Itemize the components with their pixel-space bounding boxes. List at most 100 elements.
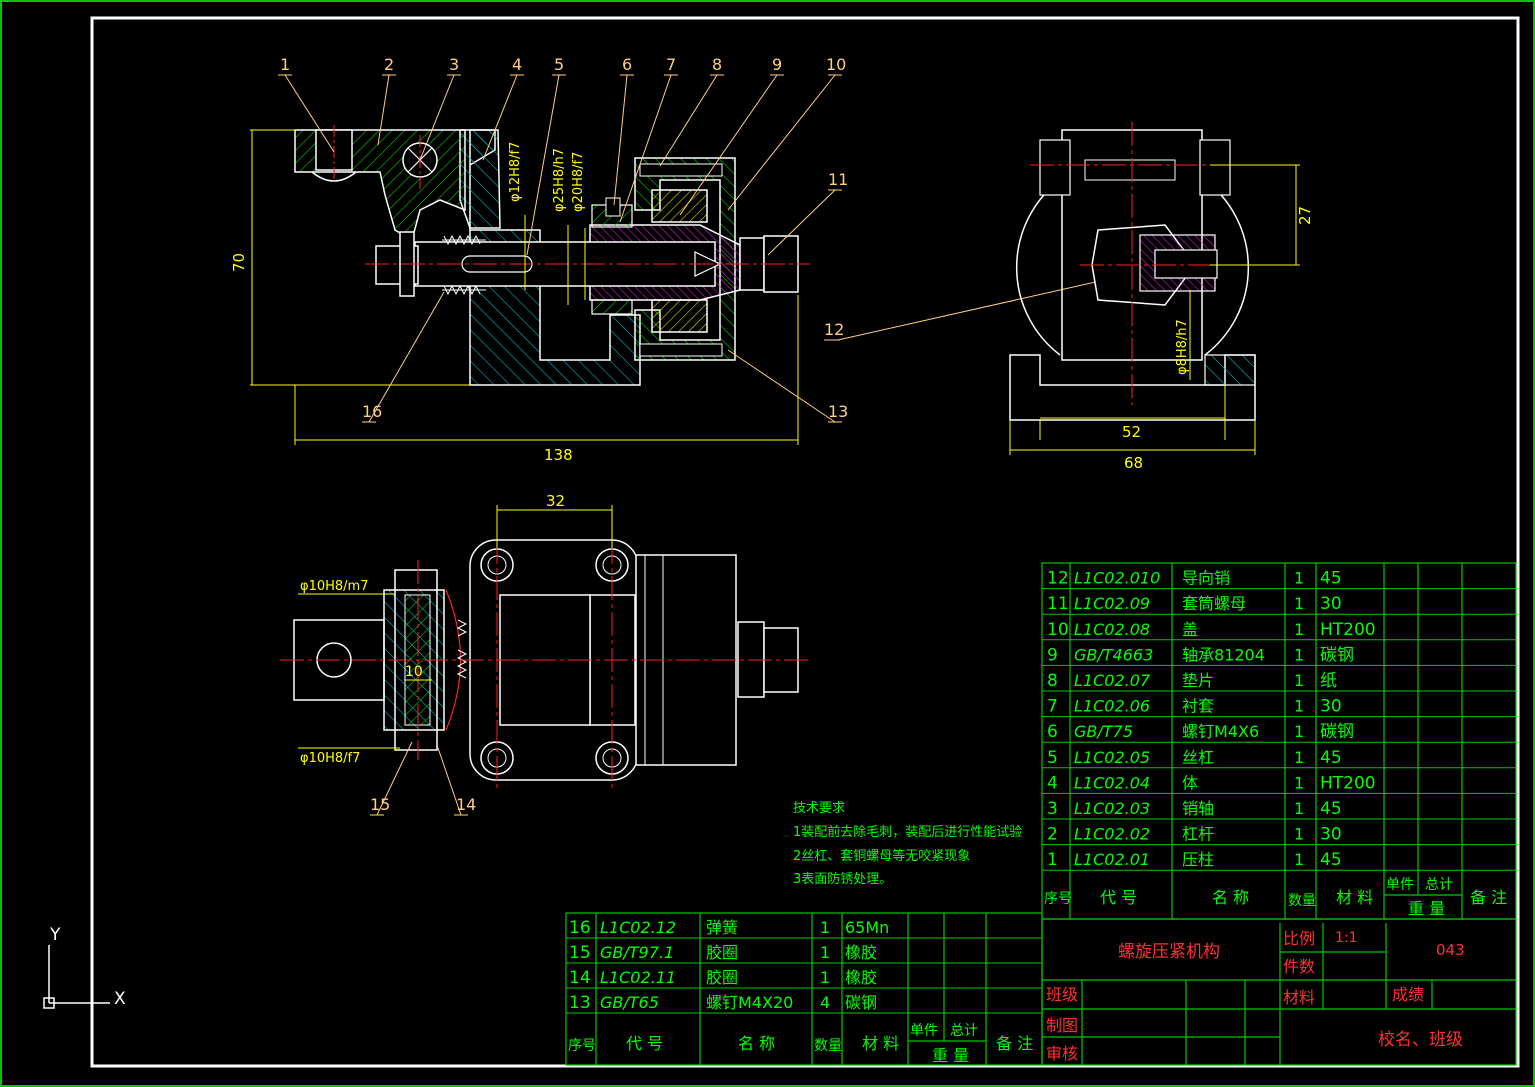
bom-cell-no: 5 xyxy=(1047,748,1058,768)
bom-cell-name: 轴承81204 xyxy=(1182,645,1265,664)
bom-cell-material: 橡胶 xyxy=(845,968,877,987)
bom-cell-code: L1C02.08 xyxy=(1074,620,1150,639)
top-dim-32: 32 xyxy=(546,492,565,510)
bom-lower-h-total: 总计 xyxy=(950,1023,978,1039)
bom-cell-code: GB/T65 xyxy=(600,993,659,1012)
scale-value: 1:1 xyxy=(1335,930,1358,946)
bom-cell-name: 衬套 xyxy=(1182,697,1214,716)
bom-upper-h-remark: 备 注 xyxy=(1470,888,1507,907)
bom-cell-material: 碳钢 xyxy=(1320,722,1354,742)
bom-cell-name: 压柱 xyxy=(1182,850,1214,869)
bom-cell-material: 碳钢 xyxy=(845,993,877,1012)
front-leaders xyxy=(278,74,842,423)
title-block: 螺旋压紧机构 比例 1:1 件数 043 班级 材料 成绩 制图 审核 校名、班… xyxy=(1041,918,1517,1066)
bom-cell-material: 30 xyxy=(1320,594,1342,614)
bom-cell-material: HT200 xyxy=(1320,773,1376,793)
balloon-6: 6 xyxy=(622,55,632,74)
bom-cell-qty: 1 xyxy=(1294,773,1304,792)
bom-upper-h-material: 材 料 xyxy=(1336,888,1373,907)
balloon-15: 15 xyxy=(370,795,390,814)
bom-cell-code: L1C02.02 xyxy=(1074,825,1150,844)
bom-cell-material: 碳钢 xyxy=(1320,645,1354,665)
bom-cell-name: 导向销 xyxy=(1182,569,1230,588)
bom-cell-code: L1C02.03 xyxy=(1074,799,1150,818)
bom-cell-no: 13 xyxy=(569,993,591,1013)
bom-lower-h-unit: 单件 xyxy=(910,1023,938,1039)
bom-upper-h-total: 总计 xyxy=(1425,877,1453,893)
front-view: 70 138 φ12H8/f7 φ25H8/h7 φ20H8/f7 1 2 3 … xyxy=(230,55,1141,464)
side-view: 27 φ8H8/h7 52 68 xyxy=(1009,122,1314,472)
bom-cell-name: 胶圈 xyxy=(706,968,738,987)
bom-cell-qty: 1 xyxy=(1294,645,1304,664)
set-screw-part-6 xyxy=(605,197,621,217)
bom-cell-no: 16 xyxy=(569,918,591,938)
balloon-1: 1 xyxy=(280,55,290,74)
ucs-y-label: Y xyxy=(49,925,61,945)
bom-lower-h-qty: 数量 xyxy=(814,1038,842,1054)
bom-cell-name: 体 xyxy=(1182,773,1198,792)
side-dim-27: 27 xyxy=(1296,206,1314,225)
school-name: 校名、班级 xyxy=(1378,1030,1463,1050)
side-dim-68: 68 xyxy=(1124,454,1143,472)
bom-cell-no: 11 xyxy=(1047,594,1069,614)
bom-cell-code: L1C02.05 xyxy=(1074,748,1150,767)
bom-cell-qty: 1 xyxy=(1294,671,1304,690)
bom-cell-no: 10 xyxy=(1047,620,1069,640)
balloon-8: 8 xyxy=(712,55,722,74)
drawn-label: 制图 xyxy=(1046,1016,1078,1035)
bom-lower-h-material: 材 料 xyxy=(862,1034,899,1053)
technical-requirements: 技术要求 1装配前去除毛刺，装配后进行性能试验 2丝杠、套铜螺母等无咬紧现象 3… xyxy=(793,801,1022,887)
bom-cell-code: L1C02.01 xyxy=(1074,850,1150,869)
notes-line-3: 3表面防锈处理。 xyxy=(793,871,892,887)
bom-cell-qty: 1 xyxy=(1294,825,1304,844)
bom-cell-name: 套筒螺母 xyxy=(1182,594,1246,613)
bom-cell-no: 6 xyxy=(1047,722,1058,742)
top-dim-fit-2: φ10H8/f7 xyxy=(300,751,360,766)
balloon-9: 9 xyxy=(772,55,782,74)
bom-cell-code: L1C02.010 xyxy=(1074,569,1160,588)
balloon-12: 12 xyxy=(824,320,844,339)
drawing-number: 043 xyxy=(1436,941,1465,959)
balloon-3: 3 xyxy=(449,55,459,74)
dim-fit-pin: φ12H8/f7 xyxy=(508,142,523,202)
bom-cell-no: 2 xyxy=(1047,825,1058,845)
bom-cell-no: 9 xyxy=(1047,645,1058,665)
bom-cell-material: 45 xyxy=(1320,850,1342,870)
dim-fit-screw-2: φ20H8/f7 xyxy=(571,152,586,212)
bom-cell-qty: 1 xyxy=(1294,620,1304,639)
bom-cell-no: 12 xyxy=(1047,569,1069,589)
drawing-frame xyxy=(90,16,1520,1068)
body-upper-block xyxy=(459,129,501,229)
bom-cell-qty: 1 xyxy=(1294,722,1304,741)
bom-cell-no: 7 xyxy=(1047,697,1058,717)
material-label: 材料 xyxy=(1283,988,1315,1007)
screw-part-13 xyxy=(639,163,723,177)
bom-cell-name: 螺钉M4X20 xyxy=(706,993,793,1012)
bearing-part-9 xyxy=(651,189,708,223)
bom-cell-material: 65Mn xyxy=(845,918,889,937)
notes-line-2: 2丝杠、套铜螺母等无咬紧现象 xyxy=(793,848,970,864)
balloon-13: 13 xyxy=(828,402,848,421)
bom-cell-no: 8 xyxy=(1047,671,1058,691)
bom-cell-code: L1C02.07 xyxy=(1074,671,1151,690)
bom-cell-code: GB/T97.1 xyxy=(600,943,674,962)
bom-cell-qty: 1 xyxy=(1294,748,1304,767)
scale-label: 比例 xyxy=(1283,929,1315,948)
balloon-4: 4 xyxy=(512,55,522,74)
bom-upper-h-weight: 重 量 xyxy=(1408,899,1445,918)
bom-lower-h-no: 序号 xyxy=(568,1038,596,1054)
review-label: 审核 xyxy=(1046,1044,1078,1063)
top-dim-10: 10 xyxy=(405,664,423,680)
bom-cell-material: 45 xyxy=(1320,748,1342,768)
ucs-icon xyxy=(43,945,110,1009)
dim-width-138: 138 xyxy=(544,446,573,464)
balloon-5: 5 xyxy=(554,55,564,74)
bom-cell-qty: 1 xyxy=(820,968,830,987)
balloon-7: 7 xyxy=(666,55,676,74)
bom-cell-name: 杠杆 xyxy=(1182,825,1214,844)
title-block-grid xyxy=(1041,918,1517,1066)
bom-cell-no: 15 xyxy=(569,943,591,963)
bom-cell-code: L1C02.09 xyxy=(1074,594,1150,613)
